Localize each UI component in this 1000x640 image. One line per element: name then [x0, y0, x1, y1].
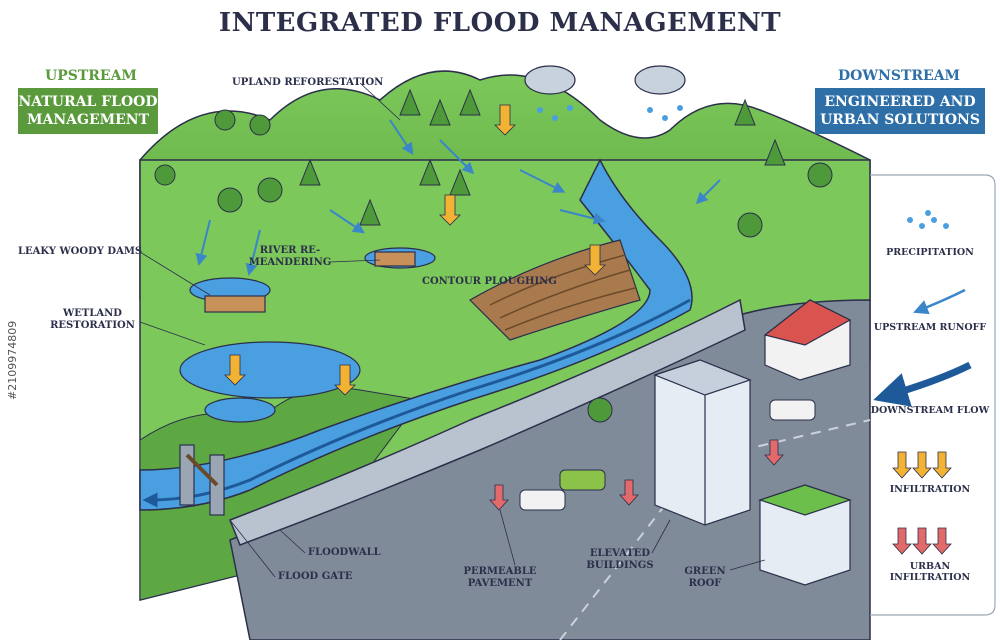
label-floodwall: FLOODWALL	[308, 547, 381, 558]
elevated-building	[653, 359, 752, 526]
label-upland-reforestation: UPLAND REFORESTATION	[232, 77, 384, 88]
legend-precipitation: PRECIPITATION	[886, 247, 974, 258]
label-contour-ploughing: CONTOUR PLOUGHING	[422, 276, 557, 287]
cars	[519, 399, 816, 511]
legend-urban-infiltration-icon	[892, 527, 952, 555]
pond-2	[204, 397, 276, 423]
pond-1	[179, 341, 361, 399]
flood-gate	[179, 444, 225, 516]
page-title: INTEGRATED FLOOD MANAGEMENT	[218, 8, 782, 38]
label-river-remeandering: RIVER RE-MEANDERING	[248, 245, 332, 268]
label-wetland-restoration: WETLAND RESTORATION	[50, 308, 135, 331]
green-roof-building	[758, 484, 852, 586]
river	[139, 158, 693, 511]
legend-urban-infiltration: URBAN INFILTRATION	[889, 561, 971, 583]
label-leaky-woody-dams: LEAKY WOODY DAMS	[18, 246, 143, 257]
watermark-id: #2109974809	[6, 320, 19, 400]
label-flood-gate: FLOOD GATE	[278, 571, 353, 582]
leaky-dam-1	[204, 295, 266, 313]
legend-upstream-runoff: UPSTREAM RUNOFF	[873, 322, 987, 333]
leaky-dam-2	[374, 251, 416, 267]
rain-clouds	[524, 65, 686, 95]
legend-upstream-runoff-icon	[913, 288, 966, 315]
road-lanes	[559, 419, 871, 640]
infiltration-arrows	[224, 104, 606, 396]
label-permeable-pavement: PERMEABLE PAVEMENT	[463, 566, 537, 589]
label-green-roof: GREEN ROOF	[684, 566, 726, 589]
legend-downstream-flow-icon	[873, 361, 972, 407]
legend-frame	[870, 174, 996, 616]
downstream-heading: DOWNSTREAM	[838, 68, 961, 84]
legend-downstream-flow: DOWNSTREAM FLOW	[870, 405, 990, 416]
upstream-box: NATURAL FLOOD MANAGEMENT	[18, 88, 158, 134]
upstream-heading: UPSTREAM	[45, 68, 137, 84]
label-elevated-buildings: ELEVATED BUILDINGS	[586, 548, 654, 571]
trees	[154, 88, 833, 423]
urban-infiltration-arrows	[489, 439, 784, 511]
legend-infiltration: INFILTRATION	[889, 484, 971, 495]
house	[763, 299, 852, 381]
legend-precipitation-icon	[907, 210, 949, 229]
floodwall-shape	[229, 298, 746, 546]
legend-infiltration-icon	[892, 451, 952, 479]
downstream-box: ENGINEERED AND URBAN SOLUTIONS	[815, 88, 985, 134]
